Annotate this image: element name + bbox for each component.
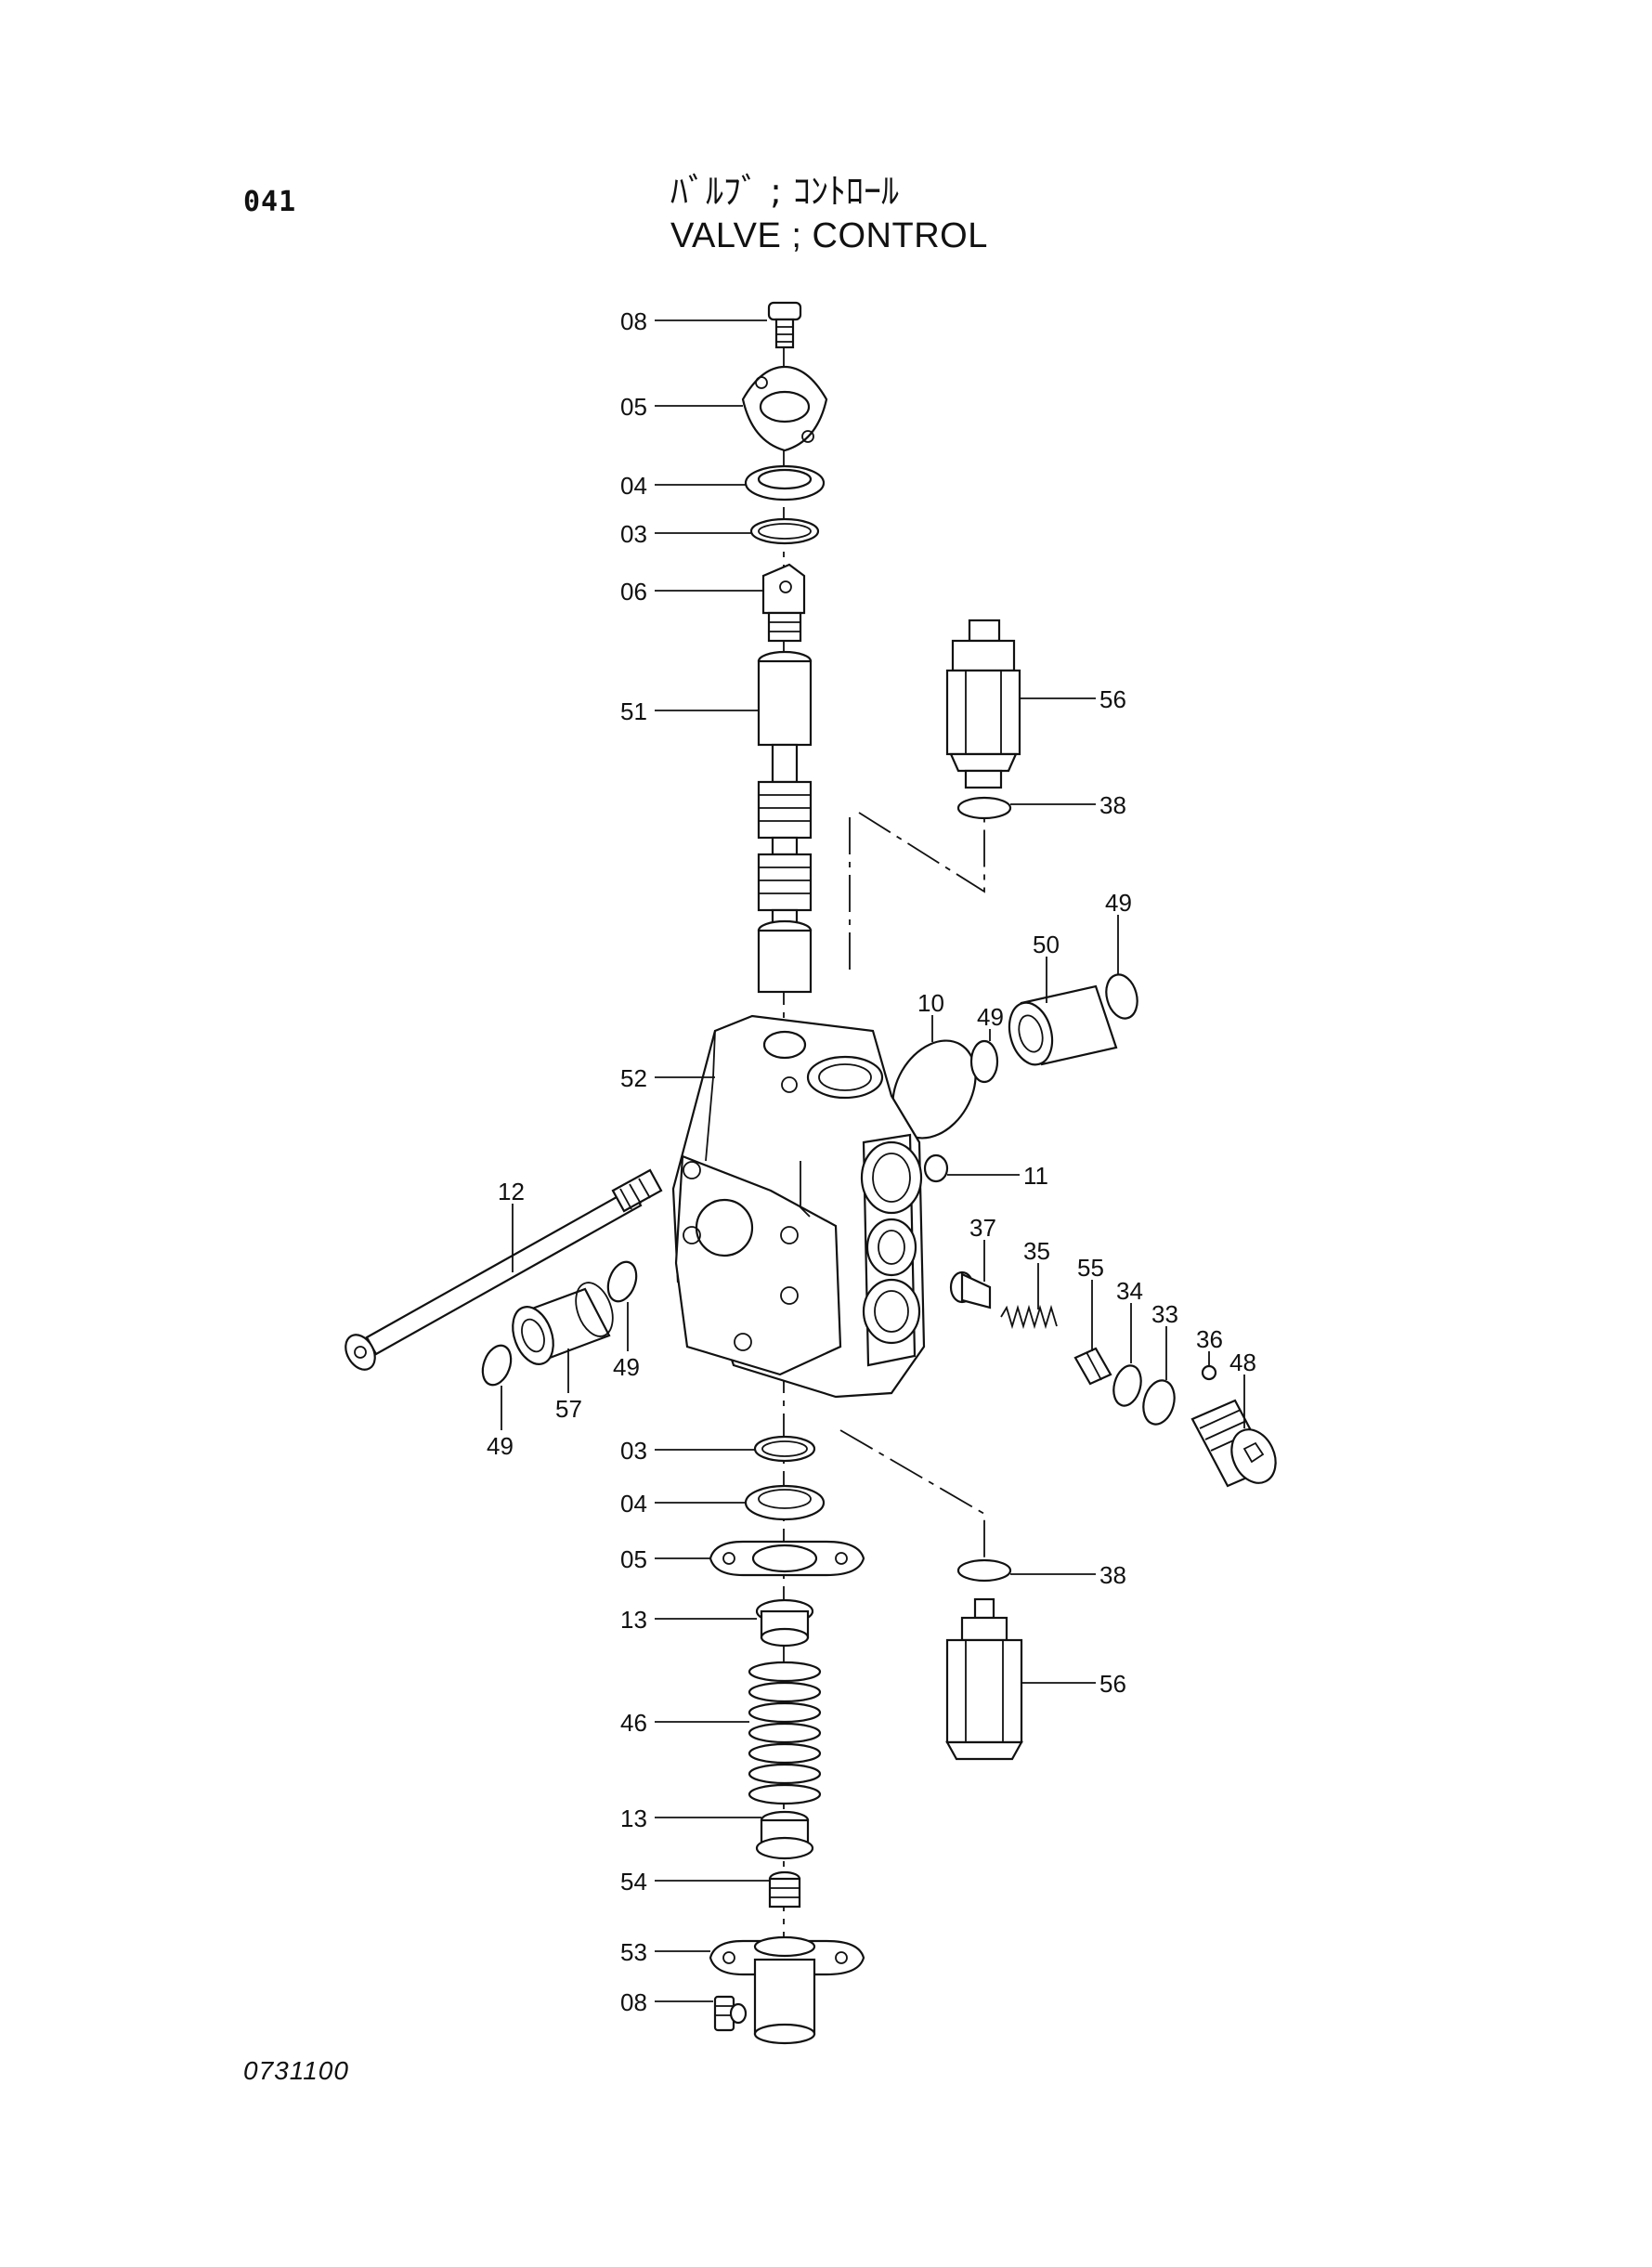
ring-33 (1142, 1379, 1176, 1426)
stopper-54 (768, 1870, 801, 1909)
callout-label-53: 53 (620, 1938, 647, 1966)
callout-label-49: 49 (487, 1432, 514, 1460)
oring-03-top (749, 517, 820, 545)
title-block: ﾊﾞﾙﾌﾞ ; ｺﾝﾄﾛｰﾙ VALVE ; CONTROL (670, 169, 988, 258)
oring-38-upper (956, 796, 1012, 820)
callout-label-33: 33 (1151, 1300, 1178, 1328)
relief-axis-upper (858, 812, 985, 893)
title-english: VALVE ; CONTROL (670, 216, 988, 255)
callout-label-52: 52 (620, 1064, 647, 1092)
callout-label-05: 05 (620, 1545, 647, 1573)
callout-label-49: 49 (613, 1353, 640, 1381)
callout-label-57: 57 (555, 1395, 582, 1423)
callout-label-08: 08 (620, 1988, 647, 2016)
cap-53 (709, 1935, 865, 2045)
oring-49-left-b (481, 1344, 513, 1387)
callout-label-38: 38 (1099, 1561, 1126, 1589)
callout-label-55: 55 (1077, 1254, 1104, 1282)
plug-48 (1190, 1399, 1277, 1488)
callout-label-37: 37 (969, 1214, 996, 1242)
callout-label-36: 36 (1196, 1325, 1223, 1353)
spring-46 (748, 1661, 822, 1805)
bolt-12 (345, 1168, 663, 1371)
callout-label-49: 49 (1105, 889, 1132, 917)
flange-05-bottom (709, 1540, 865, 1577)
oring-49-right-b (1105, 973, 1138, 1020)
screw-08-top (767, 301, 802, 349)
callout-label-38: 38 (1099, 791, 1126, 819)
callout-label-13: 13 (620, 1606, 647, 1634)
callout-labels: 08 05 04 03 06 51 56 38 49 50 49 10 52 11 12 37 35 55 34 33… (487, 307, 1256, 2016)
relief-axis-lower (839, 1429, 985, 1570)
callout-label-49: 49 (977, 1003, 1004, 1031)
callout-label-56: 56 (1099, 685, 1126, 713)
callout-label-05: 05 (620, 393, 647, 421)
spring-seat-13-upper (755, 1598, 814, 1648)
oring-49-right-a (969, 1039, 999, 1084)
callout-label-56: 56 (1099, 1670, 1126, 1698)
oring-03-bottom (753, 1435, 816, 1463)
oring-11 (923, 1153, 949, 1183)
leader-lines (501, 319, 1245, 2002)
flange-05-top (741, 365, 828, 452)
callout-label-10: 10 (917, 989, 944, 1017)
callout-label-46: 46 (620, 1709, 647, 1737)
oring-34 (1112, 1364, 1142, 1407)
sleeve-50 (1008, 984, 1118, 1066)
drawing-number: 0731100 (243, 2056, 349, 2085)
callout-label-04: 04 (620, 472, 647, 500)
valve-body-52 (671, 1014, 926, 1399)
callout-label-51: 51 (620, 697, 647, 725)
seal-04-bottom (744, 1484, 826, 1521)
sleeve-57 (512, 1282, 614, 1365)
ball-36 (1201, 1364, 1217, 1381)
screw-08-bottom (713, 1995, 748, 2032)
callout-label-34: 34 (1116, 1277, 1143, 1305)
callout-label-03: 03 (620, 1437, 647, 1465)
oring-49-left-a (606, 1260, 638, 1303)
oring-38-lower (956, 1558, 1012, 1583)
callout-label-48: 48 (1229, 1348, 1256, 1376)
callout-label-12: 12 (498, 1178, 525, 1205)
plug-37 (949, 1270, 992, 1309)
callout-label-04: 04 (620, 1490, 647, 1518)
relief-valve-56-lower (945, 1597, 1023, 1761)
callout-label-50: 50 (1033, 931, 1060, 958)
callout-label-13: 13 (620, 1804, 647, 1832)
title-japanese: ﾊﾞﾙﾌﾞ ; ｺﾝﾄﾛｰﾙ (670, 171, 899, 212)
seal-04-top (744, 464, 826, 502)
callout-label-11: 11 (1023, 1162, 1048, 1190)
plug-06 (761, 563, 806, 643)
page-number: 041 (243, 186, 297, 218)
relief-valve-56-upper (945, 619, 1021, 789)
callout-label-06: 06 (620, 578, 647, 606)
spring-seat-13-lower (755, 1810, 814, 1860)
callout-label-54: 54 (620, 1868, 647, 1896)
spring-35 (1000, 1304, 1058, 1330)
callout-label-35: 35 (1023, 1237, 1050, 1265)
callout-label-08: 08 (620, 307, 647, 335)
poppet-55 (1073, 1347, 1112, 1386)
callout-label-03: 03 (620, 520, 647, 548)
spool-51 (757, 650, 813, 994)
